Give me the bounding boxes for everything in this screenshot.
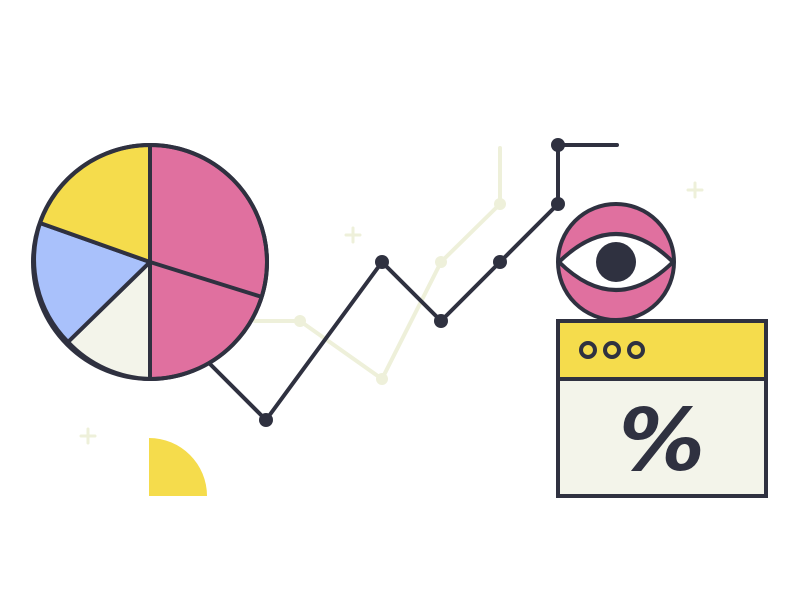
line-chart-point (493, 255, 507, 269)
line-chart-point (551, 197, 565, 211)
background-line-chart (253, 146, 506, 385)
line-chart-point (434, 314, 448, 328)
pie-divider (149, 260, 263, 299)
pie-chart-icon (31, 143, 269, 381)
sparkle-icon (344, 226, 362, 244)
line-chart-point (375, 255, 389, 269)
background-line-point (494, 198, 506, 210)
background-line-point (376, 373, 388, 385)
quarter-circle-shape (149, 438, 207, 496)
pie-slice-pink (148, 143, 269, 381)
sparkle-icon (79, 427, 97, 445)
window-dot (579, 341, 597, 359)
eye-pupil (596, 242, 636, 282)
pie-outline (31, 143, 269, 381)
line-chart-point (259, 413, 273, 427)
eye-icon (556, 202, 676, 322)
background-line-point (294, 315, 306, 327)
sparkle-icon (686, 181, 704, 199)
line-chart-point (551, 138, 565, 152)
window-dot (627, 341, 645, 359)
background-line-point (435, 256, 447, 268)
browser-window-icon: % (556, 319, 768, 498)
window-dot (603, 341, 621, 359)
line-chart-icon (206, 138, 619, 427)
percent-symbol: % (619, 391, 705, 491)
